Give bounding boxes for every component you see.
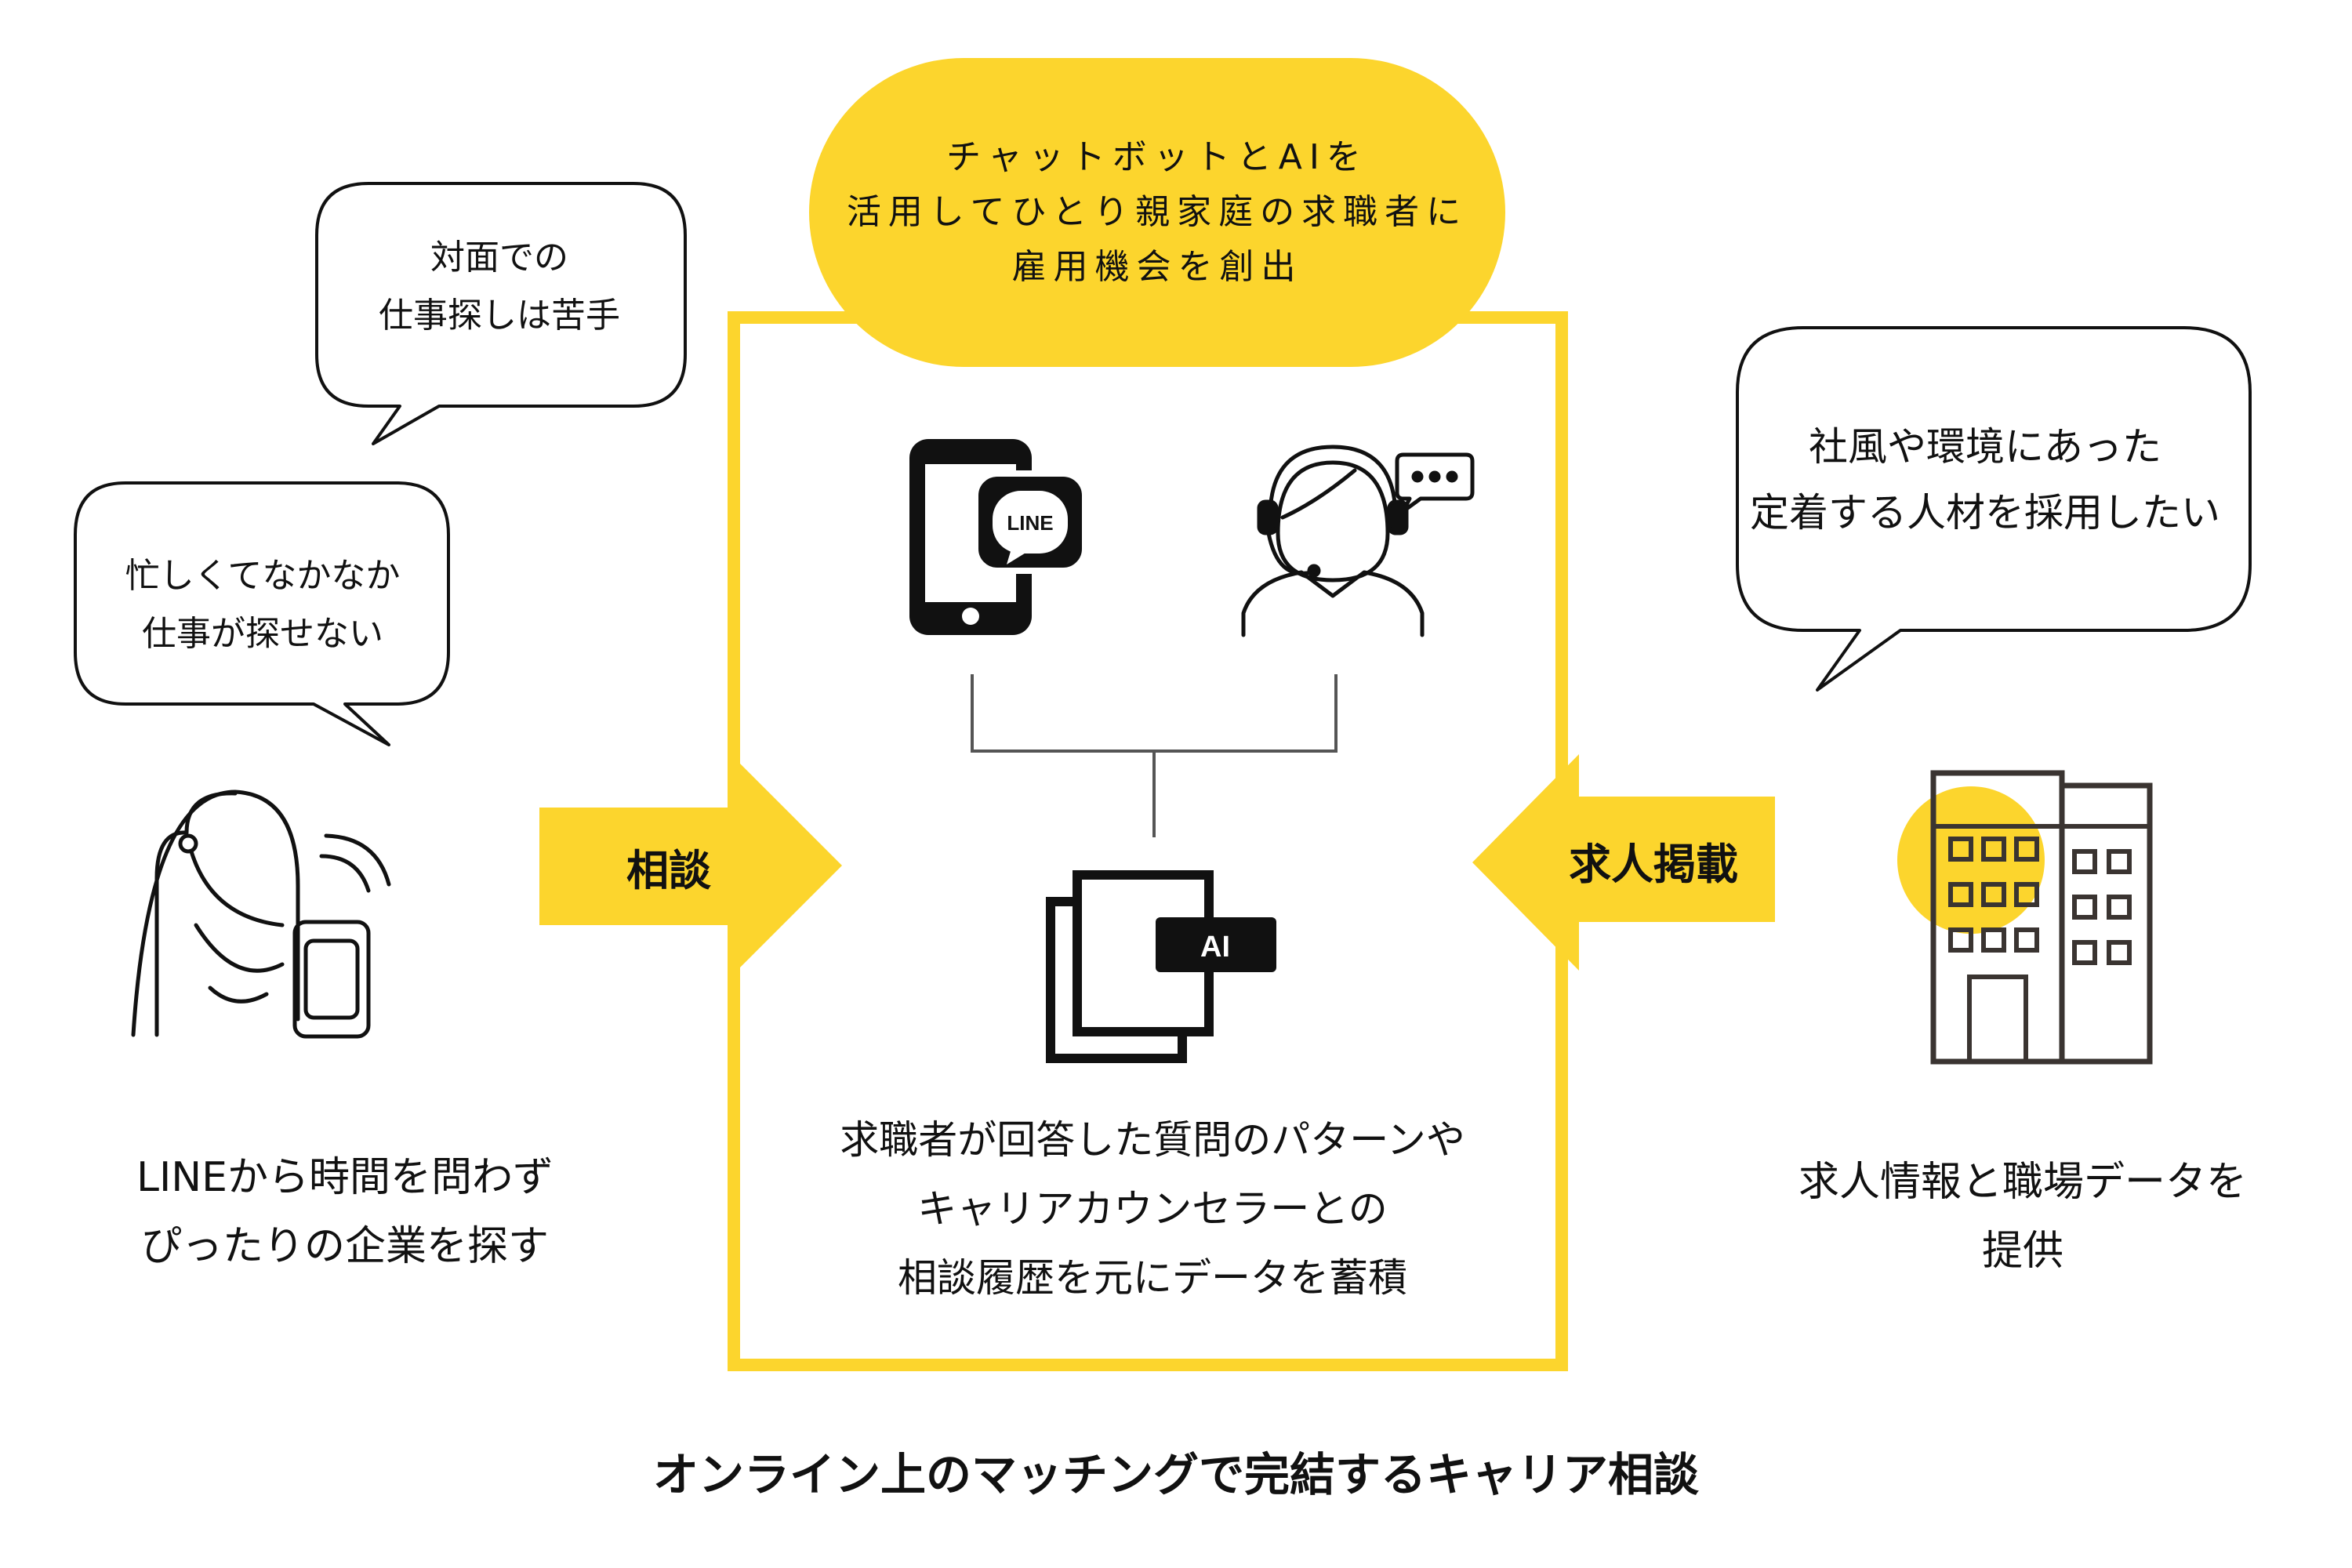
bubble-top-left-text: 対面での 仕事探しは苦手 bbox=[314, 229, 685, 345]
job-posting-arrow bbox=[1472, 754, 1775, 971]
headline-line-1: チャットボットとAIを bbox=[946, 137, 1368, 177]
connector-lines bbox=[971, 674, 1338, 837]
company-caption: 求人情報と職場データを 提供 bbox=[1717, 1148, 2328, 1286]
job-posting-arrow-label: 求人掲載 bbox=[1569, 840, 1738, 889]
bubble-right-line-1: 社風や環境にあった bbox=[1809, 424, 2161, 470]
data-caption-line-3: 相談履歴を元にデータを蓄積 bbox=[898, 1255, 1407, 1301]
consult-arrow bbox=[539, 757, 842, 974]
smartphone-line-icon: LINE bbox=[909, 439, 1088, 635]
company-caption-line-2: 提供 bbox=[1981, 1228, 2063, 1275]
headline-pill: チャットボットとAIを 活用してひとり親家庭の求職者に 雇用機会を創出 bbox=[809, 58, 1505, 367]
line-badge-text: LINE bbox=[1007, 511, 1053, 535]
woman-on-phone-icon bbox=[131, 789, 391, 1039]
bubble-mid-left-text: 忙しくてなかなか 仕事が探せない bbox=[77, 547, 448, 663]
ai-badge-text: AI bbox=[1200, 931, 1230, 964]
job-seeker-caption-line-2: ぴったりの企業を探す bbox=[140, 1223, 549, 1270]
speech-bubble-mid-left bbox=[74, 481, 450, 746]
job-seeker-caption-line-1: LINEから時間を問わず bbox=[136, 1154, 554, 1201]
bubble-mid-left-line-2: 仕事が探せない bbox=[142, 614, 383, 654]
data-accumulation-caption: 求職者が回答した質問のパターンや キャリアカウンセラーとの 相談履歴を元にデータ… bbox=[768, 1105, 1537, 1312]
bubble-right-text: 社風や環境にあった 定着する人材を採用したい bbox=[1742, 414, 2228, 546]
job-seeker-caption: LINEから時間を問わず ぴったりの企業を探す bbox=[47, 1143, 643, 1281]
data-caption-line-1: 求職者が回答した質問のパターンや bbox=[840, 1117, 1465, 1163]
bubble-top-left-line-2: 仕事探しは苦手 bbox=[379, 296, 620, 336]
bubble-top-left-line-1: 対面での bbox=[430, 238, 568, 278]
speech-bubble-top-left bbox=[315, 182, 687, 445]
speech-bubble-right bbox=[1736, 326, 2252, 691]
bubble-mid-left-line-1: 忙しくてなかなか bbox=[125, 556, 401, 596]
company-caption-line-1: 求人情報と職場データを bbox=[1798, 1159, 2247, 1206]
buildings-icon bbox=[1897, 770, 2153, 1065]
headline-line-3: 雇用機会を創出 bbox=[1011, 247, 1303, 287]
data-caption-line-2: キャリアカウンセラーとの bbox=[917, 1186, 1388, 1232]
headline-line-2: 活用してひとり親家庭の求職者に bbox=[846, 192, 1468, 232]
bubble-right-line-2: 定着する人材を採用したい bbox=[1750, 490, 2220, 535]
operator-headset-icon bbox=[1241, 445, 1475, 637]
consult-arrow-label: 相談 bbox=[626, 846, 711, 895]
bottom-title: オンライン上のマッチングで完結するキャリア相談 bbox=[652, 1448, 1699, 1501]
ai-document-icon: AI bbox=[1046, 870, 1276, 1063]
